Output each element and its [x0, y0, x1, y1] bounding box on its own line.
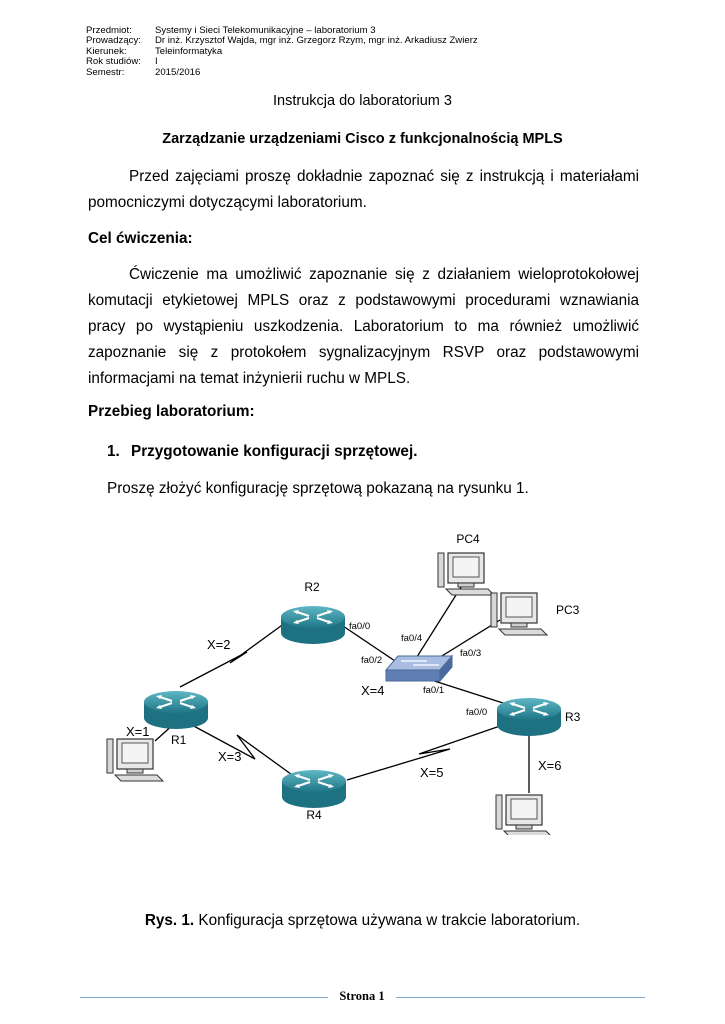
label-r2-fa00: fa0/0 — [349, 621, 370, 632]
step-1-heading: 1. Przygotowanie konfiguracji sprzętowej… — [107, 443, 417, 461]
header-key: Prowadzący: — [86, 35, 141, 47]
intro-text: Przed zajęciami proszę dokładnie zapozna… — [88, 168, 639, 211]
step-number: 1. — [107, 443, 120, 460]
network-diagram: R2 R1 R4 R3 PC4 PC3 X=2 X=3 X=4 X=5 X=6 … — [95, 525, 635, 838]
header-value: Dr inż. Krzysztof Wajda, mgr inż. Grzego… — [155, 35, 478, 47]
document-header: Przedmiot: Systemy i Sieci Telekomunikac… — [86, 25, 478, 78]
header-row-subject: Przedmiot: Systemy i Sieci Telekomunikac… — [86, 25, 478, 36]
label-sw-fa02: fa0/2 — [361, 655, 382, 666]
header-value: Teleinformatyka — [155, 45, 223, 57]
header-row-semester: Semestr: 2015/2016 — [86, 66, 478, 78]
goal-text: Ćwiczenie ma umożliwić zapoznanie się z … — [88, 266, 639, 387]
document-title: Zarządzanie urządzeniami Cisco z funkcjo… — [162, 131, 563, 147]
link-switch-pc4 — [414, 583, 464, 661]
network-diagram-svg: R2 R1 R4 R3 PC4 PC3 X=2 X=3 X=4 X=5 X=6 … — [106, 532, 581, 838]
page-number: Strona 1 — [339, 989, 385, 1003]
header-value: Systemy i Sieci Telekomunikacyjne – labo… — [155, 25, 376, 36]
label-r1: R1 — [171, 733, 187, 747]
link-switch-pc3 — [436, 619, 501, 660]
label-r2: R2 — [304, 580, 320, 594]
pc-r1-host — [106, 738, 164, 782]
link-r1-r2 — [179, 622, 286, 688]
pc-pc3 — [490, 592, 548, 636]
header-row-year: Rok studiów: I — [86, 56, 478, 68]
label-link-x2: X=2 — [207, 637, 231, 652]
label-link-x5: X=5 — [420, 765, 444, 780]
goal-heading: Cel ćwiczenia: — [88, 230, 193, 247]
link-switch-r3 — [424, 677, 504, 704]
procedure-heading: Przebieg laboratorium: — [88, 403, 255, 420]
label-link-x1: X=1 — [126, 724, 150, 739]
caption-text: Konfiguracja sprzętowa używana w trakcie… — [194, 912, 581, 929]
label-link-x3: X=3 — [218, 749, 242, 764]
goal-paragraph: Ćwiczenie ma umożliwić zapoznanie się z … — [88, 262, 639, 392]
header-key: Semestr: — [86, 66, 125, 78]
label-sw-fa01: fa0/1 — [423, 685, 444, 696]
label-sw-fa04: fa0/4 — [401, 633, 422, 644]
header-key: Rok studiów: — [86, 56, 141, 68]
label-link-x4: X=4 — [361, 683, 385, 698]
header-value: 2015/2016 — [155, 66, 201, 78]
router-r2 — [280, 605, 346, 645]
router-r3 — [496, 697, 562, 737]
header-row-instructors: Prowadzący: Dr inż. Krzysztof Wajda, mgr… — [86, 35, 478, 47]
figure-caption: Rys. 1. Konfiguracja sprzętowa używana w… — [0, 912, 725, 930]
step-1-text: Proszę złożyć konfigurację sprzętową pok… — [107, 480, 529, 497]
header-key: Przedmiot: — [86, 25, 132, 36]
footer-rule-left — [80, 997, 328, 998]
footer-rule-right — [396, 997, 645, 998]
label-r3-fa00: fa0/0 — [466, 707, 487, 718]
switch — [384, 654, 454, 683]
label-sw-fa03: fa0/3 — [460, 648, 481, 659]
link-r4-r3 — [346, 725, 501, 781]
router-r1 — [143, 690, 209, 730]
page-footer: Strona 1 — [80, 989, 645, 1005]
header-key: Kierunek: — [86, 45, 127, 57]
header-row-field: Kierunek: Teleinformatyka — [86, 45, 478, 57]
link-r1-r4 — [176, 716, 296, 778]
label-pc3: PC3 — [556, 603, 580, 617]
link-r2-switch — [342, 625, 399, 664]
label-link-x6: X=6 — [538, 758, 562, 773]
router-r4 — [281, 769, 347, 809]
label-r4: R4 — [306, 808, 322, 822]
label-r3: R3 — [565, 710, 581, 724]
document-subtitle: Instrukcja do laboratorium 3 — [273, 93, 452, 109]
header-value: I — [155, 56, 158, 68]
caption-label: Rys. 1. — [144, 912, 195, 929]
pc-r3-host — [495, 794, 553, 838]
step-label: Przygotowanie konfiguracji sprzętowej. — [131, 443, 418, 460]
intro-paragraph: Przed zajęciami proszę dokładnie zapozna… — [88, 164, 639, 216]
network-links — [154, 583, 530, 793]
label-pc4: PC4 — [456, 532, 480, 546]
pc-pc4 — [437, 552, 495, 596]
